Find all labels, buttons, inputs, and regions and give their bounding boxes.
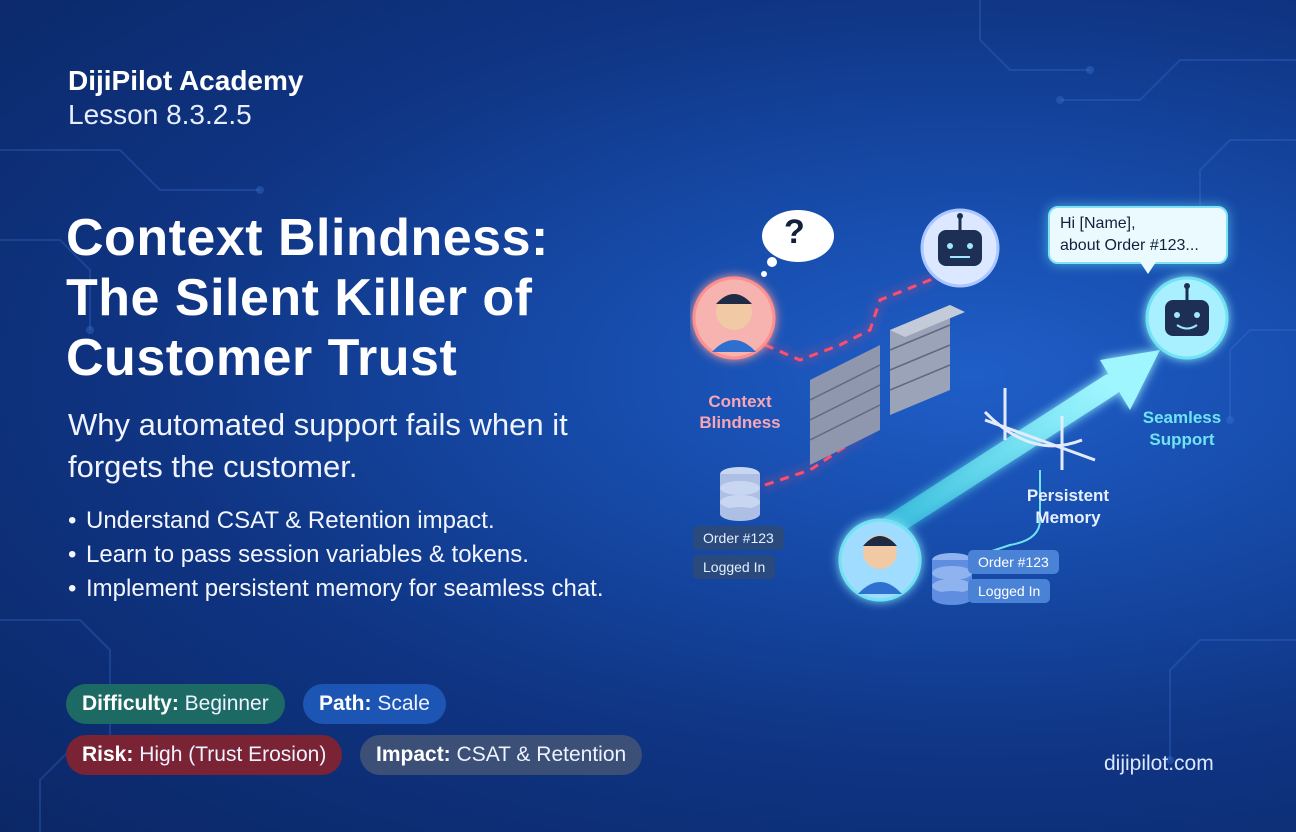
arrow-head-icon: [1100, 350, 1160, 410]
bridge-icon: [983, 388, 1096, 470]
path-badge: Path: Scale: [303, 684, 446, 724]
speech-line-2: about Order #123...: [1060, 237, 1199, 254]
impact-badge: Impact: CSAT & Retention: [360, 735, 643, 775]
risk-value: High (Trust Erosion): [139, 743, 327, 766]
site-url: dijipilot.com: [1104, 752, 1214, 775]
database-icon-left: [720, 467, 760, 521]
lesson-number: Lesson 8.3.2.5: [68, 99, 252, 130]
context-blindness-line-2: Blindness: [699, 413, 781, 432]
speech-line-1: Hi [Name],: [1060, 215, 1136, 232]
logged-in-tag-left: Logged In: [693, 555, 776, 579]
objective-text: Learn to pass session variables & tokens…: [86, 541, 529, 568]
order-tag-right: Order #123: [968, 550, 1059, 574]
objective-item: • Learn to pass session variables & token…: [68, 538, 604, 572]
broken-link-line: [764, 258, 952, 362]
path-value: Scale: [377, 692, 430, 715]
bullet-icon: •: [68, 575, 77, 602]
bullet-icon: •: [68, 507, 77, 534]
brand-header: DijiPilot Academy Lesson 8.3.2.5: [68, 64, 303, 132]
objective-text: Implement persistent memory for seamless…: [86, 575, 604, 602]
logged-in-tag-right: Logged In: [968, 579, 1051, 603]
persistent-memory-line-2: Memory: [1035, 508, 1101, 527]
difficulty-badge: Difficulty: Beginner: [66, 684, 285, 724]
objective-item: • Understand CSAT & Retention impact.: [68, 504, 604, 538]
impact-key: Impact:: [376, 743, 451, 766]
happy-bot-avatar: [1145, 276, 1229, 360]
headline-line-2: The Silent Killer of: [66, 269, 533, 327]
page-title: Context Blindness: The Silent Killer of …: [66, 208, 686, 388]
question-bubble-icon: [761, 210, 834, 277]
seamless-arrow: [874, 374, 1121, 541]
confused-bot-avatar: [920, 208, 1000, 288]
seamless-support-line-2: Support: [1149, 430, 1215, 449]
order-tag-left: Order #123: [693, 526, 784, 550]
bot-speech-bubble: Hi [Name], about Order #123...: [1048, 206, 1228, 264]
headline-line-3: Customer Trust: [66, 329, 458, 387]
persistent-memory-label: Persistent Memory: [1012, 485, 1124, 529]
context-blindness-label: Context Blindness: [690, 391, 790, 433]
brick-wall-icon: [809, 305, 965, 465]
bullet-icon: •: [68, 541, 77, 568]
risk-key: Risk:: [82, 743, 134, 766]
path-key: Path:: [319, 692, 372, 715]
impact-value: CSAT & Retention: [456, 743, 627, 766]
brand-title: DijiPilot Academy: [68, 65, 304, 96]
objective-text: Understand CSAT & Retention impact.: [86, 507, 495, 534]
headline-line-1: Context Blindness:: [66, 209, 549, 267]
context-blindness-line-1: Context: [708, 392, 772, 411]
frustrated-user-avatar: [692, 276, 776, 360]
objective-item: • Implement persistent memory for seamles…: [68, 572, 604, 606]
user-avatar-bottom: [838, 518, 922, 602]
persistent-memory-line-1: Persistent: [1026, 486, 1110, 505]
seamless-support-line-1: Seamless: [1142, 408, 1222, 427]
seamless-support-label: Seamless Support: [1128, 407, 1236, 451]
risk-badge: Risk: High (Trust Erosion): [66, 735, 343, 775]
database-icon-right: [932, 553, 972, 605]
context-illustration: [692, 208, 1229, 605]
subtitle: Why automated support fails when it forg…: [68, 407, 568, 484]
difficulty-value: Beginner: [184, 692, 269, 715]
learning-objectives: • Understand CSAT & Retention impact. • Le…: [68, 504, 604, 606]
memory-connector: [979, 470, 1041, 556]
difficulty-key: Difficulty:: [82, 692, 179, 715]
question-mark-icon: ?: [784, 213, 805, 251]
speech-bubble-tail: [1140, 262, 1156, 274]
